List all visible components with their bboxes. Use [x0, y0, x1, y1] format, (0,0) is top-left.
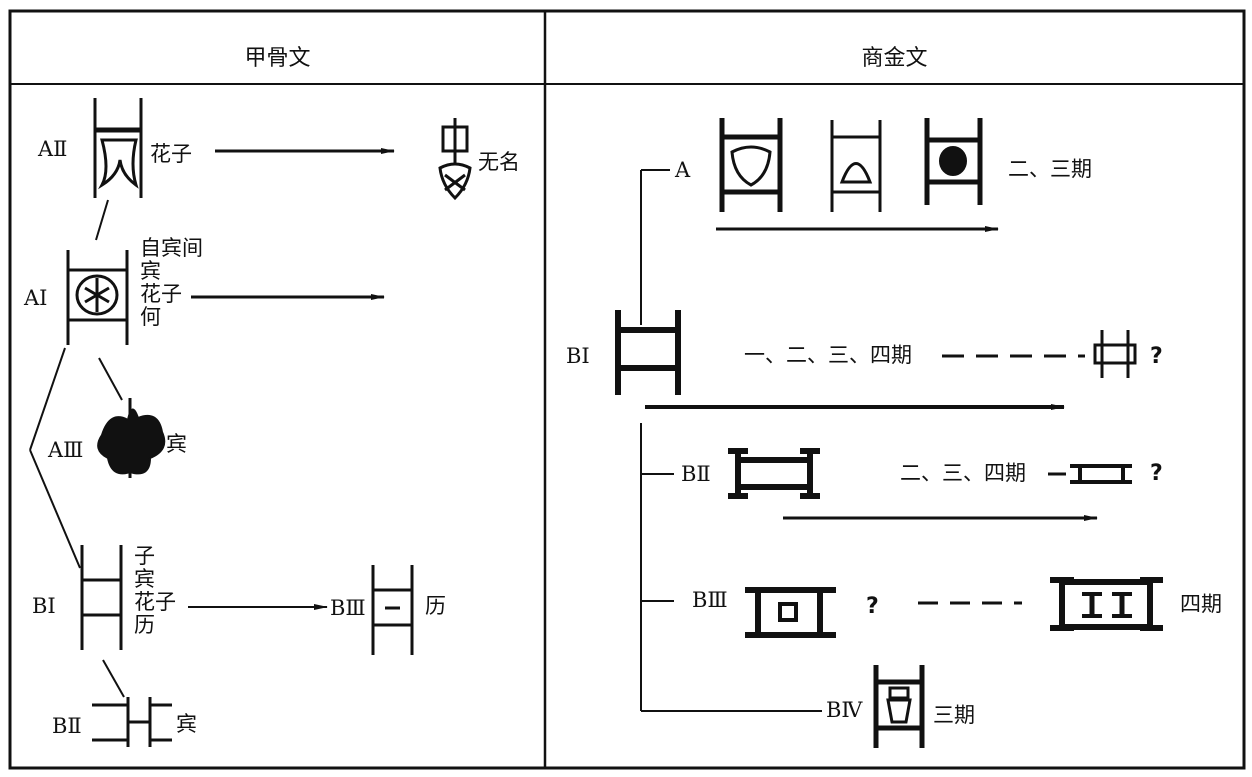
- bronze-b3-code: BⅢ: [692, 588, 728, 612]
- oracle-b1-group: 花子: [134, 590, 176, 614]
- glyph-oracle-a3: [97, 398, 166, 478]
- oracle-b2-group: 宾: [176, 712, 197, 736]
- bronze-b1-period: 一、二、三、四期: [744, 343, 912, 367]
- bronze-b4-period: 三期: [933, 703, 975, 727]
- glyph-oracle-b1: [80, 545, 123, 650]
- table-frame: [8, 9, 1246, 770]
- bronze-b1-code: BⅠ: [566, 344, 590, 368]
- oracle-a1-group: 自宾间: [140, 236, 203, 260]
- glyph-bronze-b3-late: [1050, 577, 1163, 631]
- oracle-a1-group: 何: [140, 305, 161, 329]
- link-b1-b2: [102, 659, 125, 698]
- link-a2-a1: [95, 199, 109, 241]
- glyph-oracle-wuming: [438, 118, 472, 201]
- glyph-bronze-b2-late: [1070, 464, 1132, 484]
- glyph-bronze-a-1: [719, 118, 783, 212]
- bronze-b2-period: 二、三、四期: [900, 461, 1026, 485]
- oracle-b2-code: BⅡ: [52, 714, 82, 738]
- glyph-oracle-b3: [371, 565, 414, 655]
- header-shang-bronze: 商金文: [861, 46, 928, 71]
- glyph-oracle-a1: [66, 250, 129, 345]
- oracle-b1-groups: 子 宾 花子 历: [134, 545, 176, 637]
- oracle-b3-code: BⅢ: [330, 596, 366, 620]
- bronze-b3-question: ?: [866, 594, 879, 619]
- oracle-a2-late-group: 无名: [478, 150, 520, 174]
- bronze-a-code: A: [675, 158, 691, 182]
- link-a1-a3: [98, 357, 123, 401]
- glyph-bronze-a-3: [924, 118, 983, 205]
- oracle-a2-code: AⅡ: [38, 137, 68, 161]
- oracle-b1-code: BⅠ: [32, 594, 56, 618]
- glyph-bronze-a-2: [830, 120, 882, 212]
- link-left-b1: [29, 449, 81, 569]
- link-a1-left: [29, 347, 66, 451]
- oracle-b1-group: 子: [134, 544, 155, 568]
- bronze-a-period: 二、三期: [1008, 157, 1092, 181]
- oracle-b1-group: 宾: [134, 567, 155, 591]
- glyph-bronze-b3: [745, 587, 836, 638]
- glyph-bronze-b2: [728, 448, 820, 499]
- bronze-b1-question: ?: [1150, 344, 1163, 369]
- oracle-a3-code: AⅢ: [48, 438, 84, 462]
- glyph-oracle-a2: [93, 98, 143, 198]
- oracle-a1-code: AⅠ: [24, 286, 48, 310]
- oracle-a1-group: 花子: [140, 282, 182, 306]
- glyph-bronze-b4: [873, 665, 925, 748]
- glyph-bronze-b1: [615, 310, 681, 395]
- oracle-a1-group: 宾: [140, 259, 161, 283]
- oracle-b1-group: 历: [134, 613, 155, 637]
- glyph-bronze-b1-late: [1093, 330, 1137, 378]
- bronze-b2-question: ?: [1150, 461, 1163, 486]
- bronze-b3-period: 四期: [1180, 592, 1222, 616]
- oracle-b3-group: 历: [425, 594, 446, 618]
- oracle-a1-groups: 自宾间 宾 花子 何: [140, 237, 203, 329]
- oracle-a3-group: 宾: [166, 432, 187, 456]
- glyph-oracle-b2: [92, 697, 172, 747]
- bronze-b4-code: BⅣ: [826, 698, 863, 722]
- header-oracle-bone: 甲骨文: [244, 46, 311, 71]
- bronze-b2-code: BⅡ: [681, 462, 711, 486]
- oracle-a2-group: 花子: [150, 142, 192, 166]
